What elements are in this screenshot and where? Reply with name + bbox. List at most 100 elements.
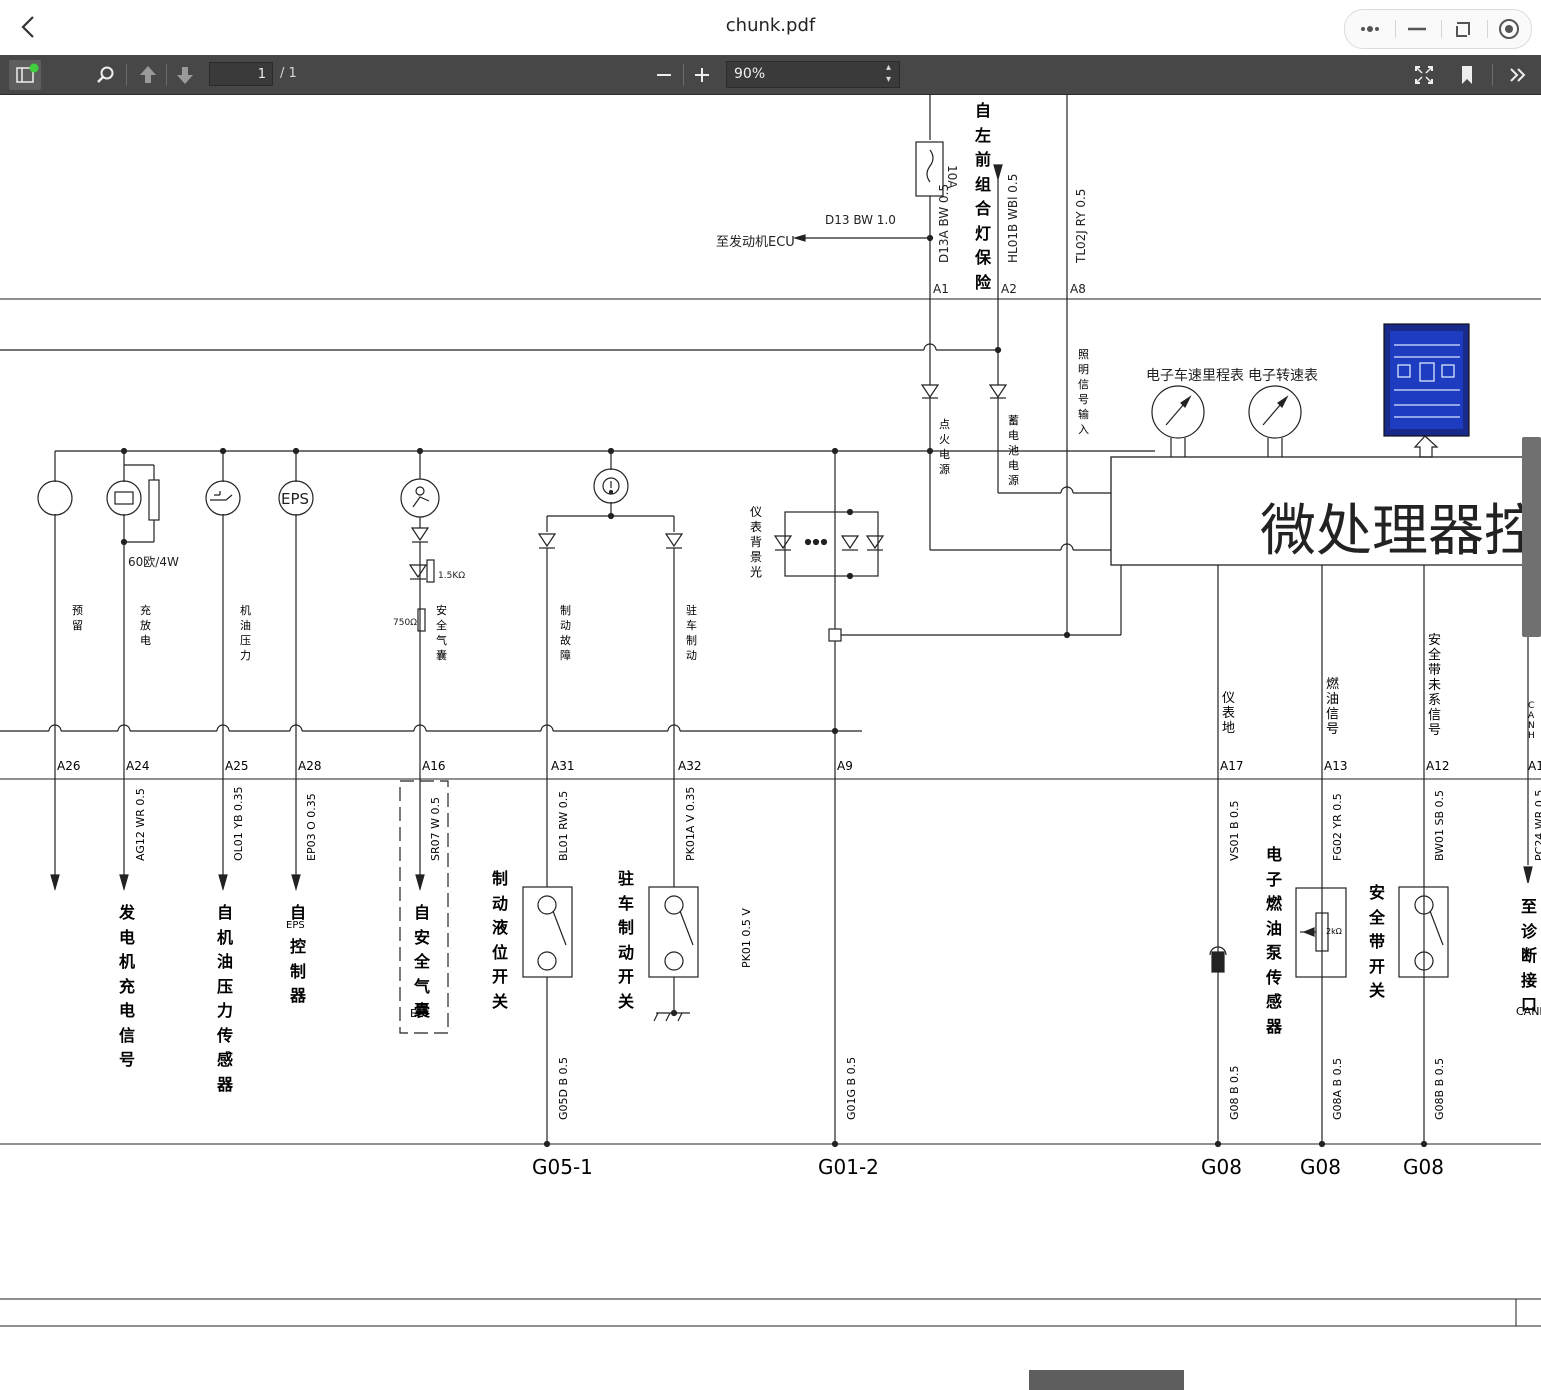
zoom-in-button[interactable] — [688, 61, 716, 89]
speedometer-label: 电子车速里程表 — [1146, 367, 1244, 384]
pin-a1-label: A1 — [933, 282, 949, 296]
airbag-lamp-label: 安全气囊 — [436, 604, 447, 662]
ground-g01-2-label: G01-2 — [818, 1155, 879, 1179]
reserved-lamp-label: 预留 — [72, 604, 83, 632]
horizontal-scrollbar-thumb[interactable] — [1029, 1370, 1184, 1390]
battery-power-label: 蓄电池电源 — [1008, 414, 1019, 487]
restore-window-icon[interactable] — [1445, 13, 1481, 45]
pin-a31-label: A31 — [551, 759, 575, 773]
from-eps-label-b: 控制器 — [290, 937, 307, 1005]
lighting-signal-input-label: 照明信号输入 — [1078, 348, 1089, 436]
from-eps-label-a: 自 — [290, 903, 307, 922]
search-icon[interactable] — [91, 61, 119, 89]
generator-charge-label: 发电机充电信号 — [119, 903, 136, 1069]
seatbelt-switch-label: 安全带开关 — [1369, 883, 1386, 1000]
pin-a8-label: A8 — [1070, 282, 1086, 296]
pin-a24-label: A24 — [126, 759, 150, 773]
divider — [1395, 20, 1396, 38]
to-engine-ecu-label: 至发动机ECU — [716, 234, 795, 250]
pin-a17-label: A17 — [1220, 759, 1244, 773]
fuel-pump-sensor-label: 电子燃油泵传感器 — [1266, 845, 1283, 1036]
vertical-scrollbar-thumb[interactable] — [1522, 437, 1541, 637]
wire-pk01-label: PK01 0.5 V — [740, 908, 753, 968]
from-airbag-label: 自安全气囊 — [414, 903, 431, 1020]
record-icon[interactable] — [1491, 13, 1527, 45]
pin-a25-label: A25 — [225, 759, 249, 773]
wire-hl01b-label: HL01B WBl 0.5 — [1006, 174, 1020, 263]
ground-g05-1-label: G05-1 — [532, 1155, 593, 1179]
next-page-button[interactable] — [171, 61, 199, 89]
bookmark-icon[interactable] — [1453, 61, 1481, 89]
title-bar: chunk.pdf — [0, 0, 1541, 55]
canh-bottom-label: CANH — [1516, 1005, 1541, 1018]
oil-pressure-lamp-label: 机油压力 — [240, 604, 251, 662]
parking-brake-switch-label: 驻车制动开关 — [618, 869, 635, 1011]
fuel-resistor-label: 2kΩ — [1326, 927, 1342, 936]
pin-a12-label: A12 — [1426, 759, 1450, 773]
more-options-icon[interactable] — [1353, 13, 1389, 45]
wire-ol01-label: OL01 YB 0.35 — [232, 786, 245, 861]
wire-ag12-label: AG12 WR 0.5 — [134, 788, 147, 861]
minimize-icon[interactable] — [1399, 13, 1435, 45]
ground-g08-label: G08 — [1403, 1155, 1444, 1179]
wire-g01g-label: G01G B 0.5 — [845, 1056, 858, 1120]
document-viewer[interactable]: 至发动机ECU D13 BW 1.0 10A D13A BW 0.5 HL01B… — [0, 95, 1541, 1390]
pin-a26-label: A26 — [57, 759, 81, 773]
presentation-mode-button[interactable] — [1410, 61, 1438, 89]
back-arrow-icon[interactable] — [14, 12, 44, 42]
e-small-label: E — [410, 1007, 417, 1020]
wire-g08a-label: G08A B 0.5 — [1331, 1057, 1344, 1120]
wire-pk01a-label: PK01A V 0.35 — [684, 786, 697, 861]
document-title: chunk.pdf — [725, 15, 816, 36]
eps-lamp-icon: EPS — [281, 490, 309, 508]
resistor-750-label: 750Ω — [393, 618, 417, 628]
fuel-signal-label: 燃油信号 — [1326, 677, 1340, 737]
pin-a13-label: A13 — [1324, 759, 1348, 773]
zoom-out-button[interactable] — [650, 61, 678, 89]
backlight-label: 仪表背景光 — [750, 505, 763, 579]
brake-fault-lamp-label: 制动故障 — [560, 604, 571, 662]
wire-vs01-label: VS01 B 0.5 — [1228, 800, 1241, 861]
page-number-input[interactable] — [209, 62, 273, 86]
tachometer-label: 电子转速表 — [1248, 368, 1318, 384]
divider — [166, 64, 167, 86]
wire-g08b-label: G08B B 0.5 — [1433, 1057, 1446, 1120]
instrument-ground-label: 仪表地 — [1222, 691, 1236, 736]
to-diag-port-label: 至诊断接口 — [1521, 897, 1538, 1014]
pin-a2-label: A2 — [1001, 282, 1017, 296]
wire-ep03-label: EP03 O 0.35 — [305, 793, 318, 861]
wire-g08-label: G08 B 0.5 — [1228, 1065, 1241, 1120]
previous-page-button[interactable] — [134, 61, 162, 89]
fuse-rating-label: 10A — [945, 165, 959, 189]
wire-d13a-label: D13A BW 0.5 — [937, 184, 951, 263]
from-oil-sensor-label: 自机油压力传感器 — [217, 903, 234, 1094]
wire-pc24-label: PC24 WR 0.5 — [1533, 789, 1541, 861]
divider — [1492, 64, 1493, 86]
select-arrows-icon: ▴▾ — [885, 62, 891, 85]
pin-a32-label: A32 — [678, 759, 702, 773]
wire-g05d-label: G05D B 0.5 — [557, 1056, 570, 1120]
wiring-diagram: 至发动机ECU D13 BW 1.0 10A D13A BW 0.5 HL01B… — [0, 95, 1541, 1327]
window-controls — [1344, 9, 1532, 49]
wire-fg02-label: FG02 YR 0.5 — [1331, 793, 1344, 861]
from-left-front-lamp-fuse-label: 自左前组合灯保险 — [975, 101, 992, 292]
pin-a9-label: A9 — [837, 759, 853, 773]
pdf-toolbar: / 1 90% ▴▾ — [0, 55, 1541, 95]
resistor-60-label: 60欧/4W — [128, 555, 179, 569]
wire-tl02j-label: TL02J RY 0.5 — [1074, 189, 1088, 264]
wire-bw01-label: BW01 SB 0.5 — [1433, 789, 1446, 861]
divider — [1441, 20, 1442, 38]
zoom-select[interactable]: 90% ▴▾ — [726, 61, 900, 88]
divider — [1487, 20, 1488, 38]
wire-d13-label: D13 BW 1.0 — [825, 213, 896, 227]
ignition-power-label: 点火电源 — [939, 418, 950, 476]
eps-small-label: EPS — [286, 920, 305, 931]
pin-a28-label: A28 — [298, 759, 322, 773]
page-total: / 1 — [280, 66, 297, 81]
sidebar-toggle-button[interactable] — [9, 60, 41, 90]
parking-brake-lamp-label: 驻车制动 — [686, 604, 697, 662]
pin-a1-bottom-label: A1 — [1528, 759, 1541, 773]
tools-menu-icon[interactable] — [1504, 61, 1532, 89]
canh-label: CANH — [1528, 701, 1535, 741]
ground-g08-label: G08 — [1201, 1155, 1242, 1179]
